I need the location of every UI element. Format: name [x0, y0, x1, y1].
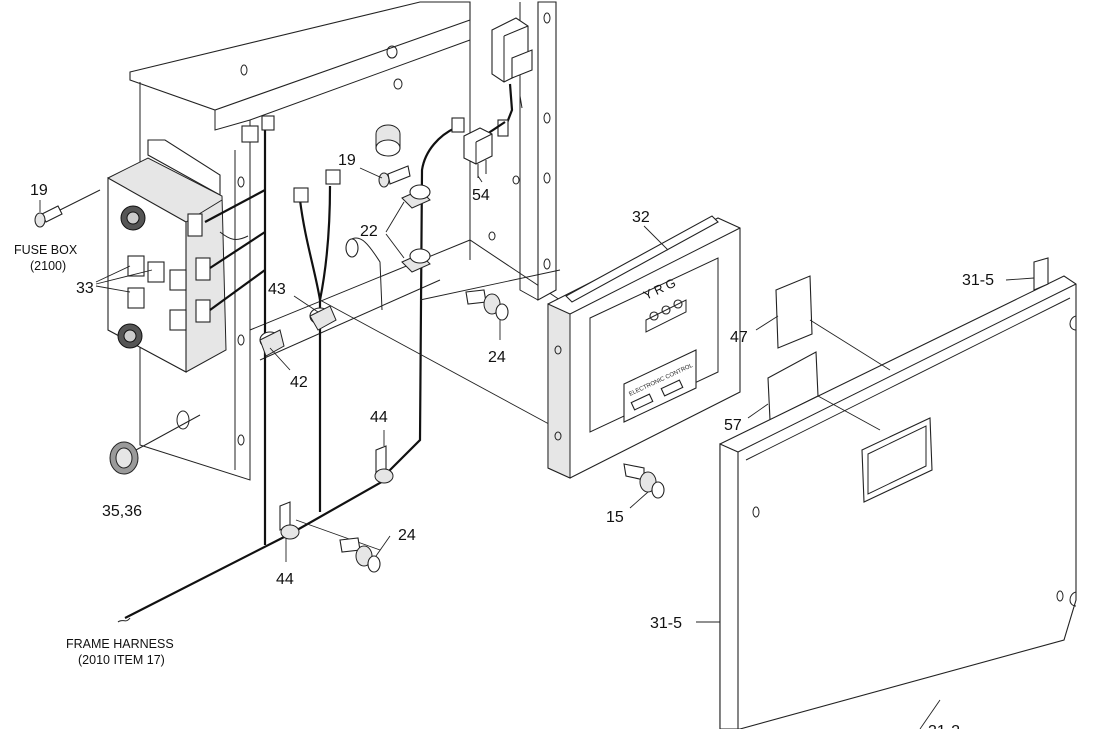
label-fuse-box-code: (2100)	[30, 259, 66, 273]
label-31-5-top: 31-5	[962, 272, 994, 289]
label-32: 32	[632, 209, 650, 226]
label-15: 15	[606, 509, 624, 526]
relay-54	[463, 127, 493, 178]
label-57: 57	[724, 417, 742, 434]
label-frame-harness-item: (2010 ITEM 17)	[78, 653, 165, 667]
label-47: 47	[730, 329, 748, 346]
door-panel	[719, 257, 1077, 729]
label-43: 43	[268, 281, 286, 298]
label-19-left: 19	[30, 182, 48, 199]
label-42: 42	[290, 374, 308, 391]
label-35-36: 35,36	[102, 503, 142, 520]
label-31-2: 31-2	[928, 723, 960, 729]
fasteners	[34, 165, 665, 573]
harness-clips	[259, 184, 431, 540]
fuse-box	[107, 139, 266, 373]
label-19-top: 19	[338, 152, 356, 169]
label-fuse-box: FUSE BOX	[14, 243, 78, 257]
labels-47-57	[767, 275, 819, 421]
screw-19-top	[378, 165, 411, 188]
bolt-15	[623, 463, 665, 499]
label-54: 54	[472, 187, 490, 204]
label-frame-harness: FRAME HARNESS	[66, 637, 174, 651]
label-44-lower: 44	[276, 571, 294, 588]
label-24-upper: 24	[488, 349, 506, 366]
top-relay-assembly	[491, 17, 533, 137]
bolt-24-upper	[465, 289, 509, 321]
label-33: 33	[76, 280, 94, 297]
grommet-35-36	[109, 414, 201, 475]
vertical-rail	[488, 1, 557, 301]
bolt-24-lower	[339, 537, 381, 573]
label-22: 22	[360, 223, 378, 240]
label-24-lower: 24	[398, 527, 416, 544]
label-31-5-left: 31-5	[650, 615, 682, 632]
cabinet-panel	[129, 1, 561, 481]
controller-32: ELECTRONIC CONTROL	[547, 215, 741, 479]
screw-19-left	[34, 189, 101, 228]
leader-lines	[39, 167, 1035, 729]
label-44-upper: 44	[370, 409, 388, 426]
